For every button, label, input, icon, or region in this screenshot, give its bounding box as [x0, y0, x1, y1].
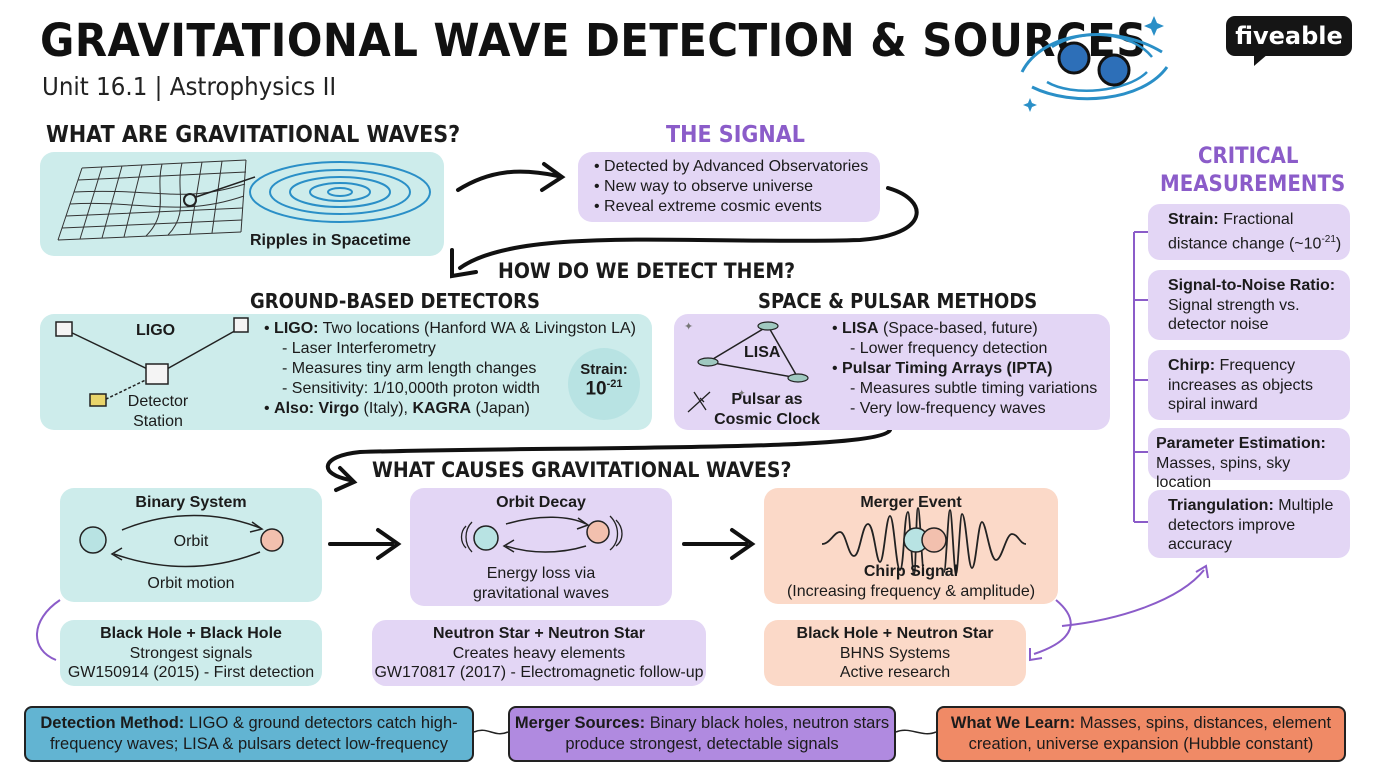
binary-title: Binary System: [135, 494, 247, 511]
binary-caption: Orbit motion: [147, 575, 235, 592]
signal-item: • Reveal extreme cosmic events: [594, 198, 822, 215]
ground-heading: GROUND-BASED DETECTORS: [250, 289, 540, 313]
ligo-diagram-label: LIGO: [136, 322, 176, 339]
ligo-sub-item: - Sensitivity: 1/10,000th proton width: [282, 380, 540, 397]
signal-box: • Detected by Advanced Observatories • N…: [578, 152, 880, 222]
space-sub-item: - Very low-frequency waves: [850, 400, 1046, 417]
space-box: ✦ ✦ LISA Pulsar as Cosmic Clock • LISA (…: [674, 314, 1110, 430]
space-item: • LISA (Space-based, future): [832, 320, 1038, 337]
space-sub-item: - Measures subtle timing variations: [850, 380, 1098, 397]
orbit-decay-box: Orbit Decay Energy loss via gravitationa…: [410, 488, 672, 606]
pulsar-label: Pulsar as Cosmic Clock: [714, 391, 820, 428]
ligo-sub-item: - Laser Interferometry: [282, 340, 436, 357]
source-bh-bh: Black Hole + Black Hole Strongest signal…: [60, 620, 322, 686]
summary-learn: What We Learn: Masses, spins, distances,…: [936, 706, 1346, 762]
space-sub-item: - Lower frequency detection: [850, 340, 1048, 357]
summary-detection: Detection Method: LIGO & ground detector…: [24, 706, 474, 762]
source-ns-ns: Neutron Star + Neutron Star Creates heav…: [372, 620, 706, 686]
space-heading: SPACE & PULSAR METHODS: [758, 289, 1038, 313]
logo-tail: [1254, 54, 1268, 66]
detect-heading: HOW DO WE DETECT THEM?: [498, 259, 796, 283]
detector-station-label: Detector Station: [127, 393, 189, 430]
decay-caption: Energy loss via gravitational waves: [472, 565, 610, 602]
ligo-item: • LIGO: Two locations (Hanford WA & Livi…: [264, 320, 636, 337]
svg-text:✦: ✦: [738, 388, 746, 398]
space-list: • LISA (Space-based, future) - Lower fre…: [832, 319, 1097, 419]
binary-orbit-label: Orbit: [173, 533, 209, 550]
strain-badge: Strain: 10-21: [568, 348, 640, 420]
spacetime-grid-icon: [57, 159, 431, 241]
measurement-parameter: Parameter Estimation: Masses, spins, sky…: [1148, 428, 1350, 491]
ligo-sub-item: - Measures tiny arm length changes: [282, 360, 537, 377]
spiral-decay-icon: [460, 515, 623, 553]
svg-text:✦: ✦: [684, 321, 693, 333]
interferometer-icon: [55, 317, 249, 407]
merger-title: Merger Event: [860, 494, 962, 511]
what-are-box: Ripples in Spacetime: [40, 152, 444, 256]
measurement-strain: Strain: Fractional distance change (~10-…: [1148, 204, 1350, 260]
merger-caption: Chirp Signal (Increasing frequency & amp…: [786, 563, 1036, 600]
merger-event-box: Merger Event Chirp Signal (Increasing fr…: [764, 488, 1058, 604]
binary-system-box: Binary System Orbit Orbit motion: [60, 488, 322, 602]
causes-heading: WHAT CAUSES GRAVITATIONAL WAVES?: [372, 458, 792, 482]
summary-merger: Merger Sources: Binary black holes, neut…: [508, 706, 896, 762]
binary-orbit-icon: [1020, 16, 1169, 112]
ligo-list: • LIGO: Two locations (Hanford WA & Livi…: [264, 319, 636, 419]
ground-box: LIGO Detector Station • LIGO: Two locati…: [40, 314, 652, 430]
binary-orbit-diagram-icon: [79, 514, 284, 568]
signal-heading: THE SIGNAL: [666, 122, 805, 148]
measurement-triangulation: Triangulation: Multiple detectors improv…: [1148, 490, 1350, 558]
ligo-item: • Also: Virgo (Italy), KAGRA (Japan): [264, 400, 530, 417]
fiveable-logo: fiveable: [1226, 16, 1352, 56]
signal-item: • Detected by Advanced Observatories: [594, 158, 869, 175]
measurement-snr: Signal-to-Noise Ratio: Signal strength v…: [1148, 270, 1350, 340]
page-title: GRAVITATIONAL WAVE DETECTION & SOURCES: [40, 14, 1147, 67]
chirp-waveform-icon: [821, 507, 1027, 575]
source-bh-ns: Black Hole + Neutron Star BHNS Systems A…: [764, 620, 1026, 686]
decay-title: Orbit Decay: [496, 494, 586, 511]
space-item: • Pulsar Timing Arrays (IPTA): [832, 360, 1053, 377]
spacetime-caption: Ripples in Spacetime: [250, 232, 411, 249]
critical-heading-2: MEASUREMENTS: [1160, 172, 1346, 197]
what-are-heading: WHAT ARE GRAVITATIONAL WAVES?: [46, 122, 461, 148]
measurement-chirp: Chirp: Frequency increases as objects sp…: [1148, 350, 1350, 420]
lisa-constellation-icon: ✦ ✦: [684, 321, 809, 413]
critical-heading-1: CRITICAL: [1198, 144, 1299, 169]
lisa-diagram-label: LISA: [744, 344, 781, 361]
signal-item: • New way to observe universe: [594, 178, 814, 195]
page-subtitle: Unit 16.1 | Astrophysics II: [42, 72, 337, 101]
